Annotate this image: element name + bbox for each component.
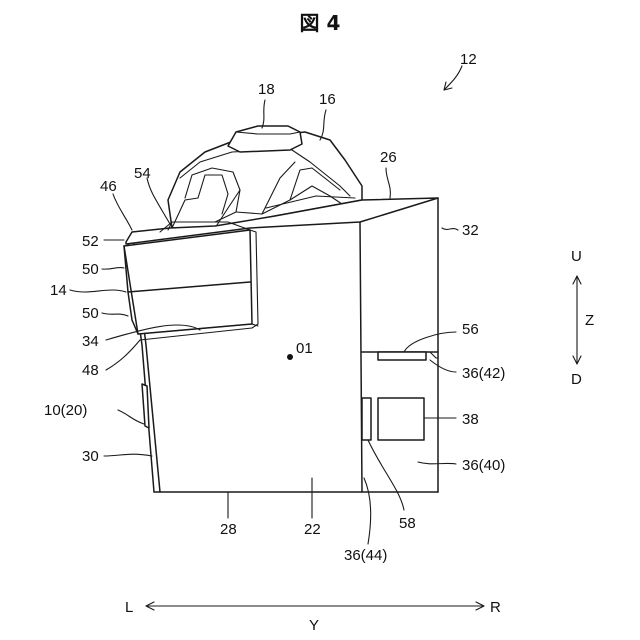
label-28: 28 xyxy=(220,521,237,538)
y-axis-arrow xyxy=(146,602,484,610)
label-58: 58 xyxy=(399,515,416,532)
center-point xyxy=(287,354,293,360)
label-18: 18 xyxy=(258,81,275,98)
label-22: 22 xyxy=(304,521,321,538)
label-46: 46 xyxy=(100,178,117,195)
label-52: 52 xyxy=(82,233,99,250)
left-box xyxy=(124,230,258,340)
z-axis-arrow xyxy=(573,276,581,364)
label-50-lower: 50 xyxy=(82,305,99,322)
axis-label-left: L xyxy=(125,599,133,616)
label-34: 34 xyxy=(82,333,99,350)
axis-label-y: Y xyxy=(309,617,319,634)
label-16: 16 xyxy=(319,91,336,108)
side-tab xyxy=(142,384,149,428)
label-12: 12 xyxy=(460,51,477,68)
label-50-upper: 50 xyxy=(82,261,99,278)
label-48: 48 xyxy=(82,362,99,379)
right-side-parts xyxy=(362,352,438,440)
figure-title: 図 4 xyxy=(300,11,341,35)
label-30: 30 xyxy=(82,448,99,465)
label-36-42: 36(42) xyxy=(462,365,505,382)
label-38: 38 xyxy=(462,411,479,428)
axis-label-down: D xyxy=(571,371,582,388)
axis-label-right: R xyxy=(490,599,501,616)
label-01: 01 xyxy=(296,340,313,357)
label-56: 56 xyxy=(462,321,479,338)
label-54: 54 xyxy=(134,165,151,182)
label-14: 14 xyxy=(50,282,67,299)
label-36-40: 36(40) xyxy=(462,457,505,474)
label-36-44: 36(44) xyxy=(344,547,387,564)
axis-label-z: Z xyxy=(585,312,594,329)
label-10-20: 10(20) xyxy=(44,402,87,419)
label-26: 26 xyxy=(380,149,397,166)
label-32: 32 xyxy=(462,222,479,239)
axis-label-up: U xyxy=(571,248,582,265)
